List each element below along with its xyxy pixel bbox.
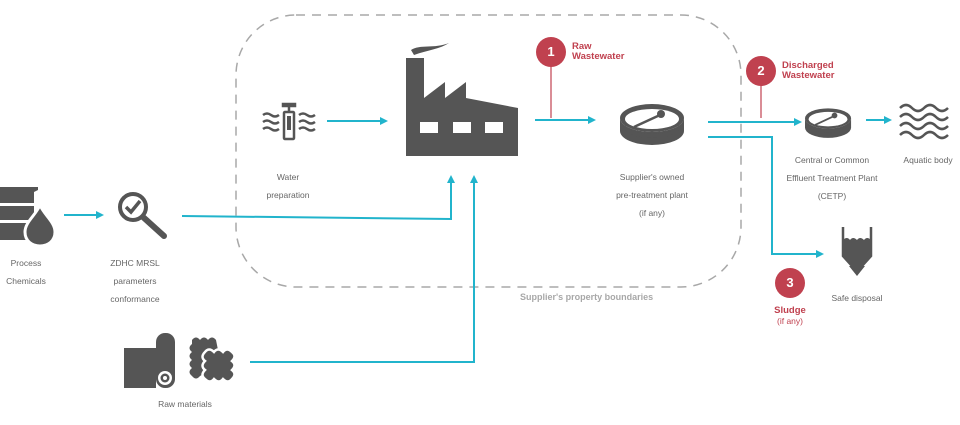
flow-pretreatment-to-disposal [708,136,824,258]
fabric-roll-icon [124,333,236,388]
waves-icon [899,103,949,140]
label-raw-materials: Raw materials [140,395,230,413]
label-zdhc: ZDHC MRSL parameters conformance [100,254,170,308]
label-line: Raw materials [158,399,212,409]
flow-raw-materials-to-factory [250,175,478,363]
label-line: Effluent Treatment Plant [786,173,878,183]
magnifier-check-icon [118,192,167,239]
label-line: Sludge [774,305,806,316]
checkpoint-2-badge: 2 [746,56,776,86]
checkpoint-3-badge: 3 [775,268,805,298]
label-safe-disposal: Safe disposal [822,289,892,307]
label-line: Water [276,172,300,182]
label-line: conformance [110,294,160,304]
label-line: pre-treatment plant [616,190,688,200]
label-line: preparation [266,190,310,200]
label-line: Aquatic body [903,155,953,165]
label-process-chemicals: Process Chemicals [0,254,56,290]
label-line: (if any) [639,208,665,218]
treatment-tank-icon [620,104,684,145]
label-line: parameters [113,276,157,286]
supplier-property-boundary [235,14,742,288]
boundary-label: Supplier's property boundaries [520,292,654,302]
checkpoint-1-badge: 1 [536,37,566,67]
label-cetp: Central or Common Effluent Treatment Pla… [780,151,884,205]
label-line: Discharged [782,60,834,71]
label-water-prep: Water preparation [258,168,318,204]
label-aquatic-body: Aquatic body [893,151,960,169]
factory-icon [406,43,518,156]
label-line: Chemicals [6,276,46,286]
water-intake-icon [262,102,316,141]
label-line: Raw [572,41,592,52]
label-line: Wastewater [782,70,835,81]
label-line: Supplier's owned [619,172,685,182]
label-line: ZDHC MRSL [110,258,160,268]
label-line: Wastewater [572,51,625,62]
barrel-drop-icon [0,187,57,248]
label-pretreatment: Supplier's owned pre-treatment plant (if… [600,168,704,222]
disposal-hopper-icon [841,227,873,276]
checkpoint-2-label: Discharged Wastewater [782,61,834,81]
treatment-tank-icon [805,108,852,138]
label-line: Process [10,258,42,268]
label-line: Safe disposal [831,293,883,303]
checkpoint-1-label: Raw Wastewater [572,42,624,62]
checkpoint-3-label: Sludge (if any) [765,305,815,327]
flow-zdhc-to-factory [181,175,455,221]
label-subline: (if any) [777,316,803,326]
label-line: Central or Common [794,155,870,165]
label-line: (CETP) [817,191,847,201]
